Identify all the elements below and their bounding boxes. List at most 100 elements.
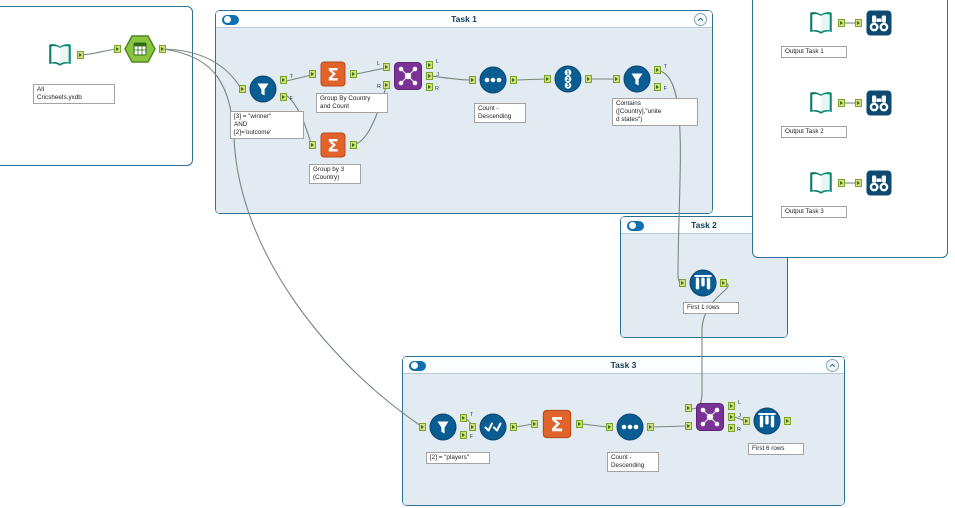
output-anchor[interactable]	[576, 420, 583, 428]
tool-annotation-filter3[interactable]: [2] = "players"	[426, 452, 490, 465]
summarize-tool-3[interactable]	[531, 407, 583, 441]
browse-tool-1[interactable]	[855, 8, 894, 38]
true-output-anchor[interactable]	[654, 66, 661, 74]
container-task1-header[interactable]: Task 1	[216, 11, 712, 28]
tool-annotation-sort1[interactable]: Count - Descending	[474, 103, 526, 124]
filter-tool-1[interactable]: T F	[239, 74, 293, 104]
input-anchor[interactable]	[469, 76, 476, 84]
true-output-anchor[interactable]	[460, 414, 467, 422]
output-anchor[interactable]	[350, 70, 357, 78]
anchor-letter-j: J	[738, 413, 741, 419]
input-data-tool[interactable]	[45, 40, 84, 70]
macro-tool[interactable]	[114, 32, 166, 66]
left-input-anchor[interactable]	[383, 63, 390, 71]
input-anchor[interactable]	[855, 99, 862, 107]
output-anchor[interactable]	[838, 179, 845, 187]
tool-annotation-output1[interactable]: Output Task 1	[781, 46, 847, 59]
unique-tool[interactable]	[469, 412, 517, 442]
left-input-anchor[interactable]	[685, 404, 692, 412]
tool-annotation-sum2[interactable]: Group by 3 (Country)	[309, 164, 361, 185]
input-anchor[interactable]	[606, 423, 613, 431]
output-anchor[interactable]	[838, 99, 845, 107]
input-anchor[interactable]	[469, 423, 476, 431]
input-anchor[interactable]	[613, 75, 620, 83]
output-anchor[interactable]	[159, 45, 166, 53]
left-output-anchor[interactable]	[728, 402, 735, 410]
false-output-anchor[interactable]	[460, 431, 467, 439]
container-task1-title: Task 1	[451, 14, 477, 24]
tool-annotation-output3[interactable]: Output Task 3	[781, 206, 847, 219]
sort-123-tool[interactable]	[544, 64, 592, 94]
tool-annotation-output2[interactable]: Output Task 2	[781, 126, 847, 139]
tool-annotation-sort2[interactable]: Count - Descending	[607, 452, 659, 473]
tool-annotation-filter1[interactable]: [3] = "winner" AND [2]='outcome'	[230, 111, 304, 140]
filter-icon	[248, 74, 278, 104]
test-tubes-icon	[752, 406, 782, 436]
sample-tool-2[interactable]	[743, 406, 791, 436]
input-anchor[interactable]	[679, 279, 686, 287]
summarize-tool-2[interactable]	[309, 130, 357, 160]
right-input-anchor[interactable]	[685, 422, 692, 430]
dots-icon	[615, 412, 645, 442]
input-anchor[interactable]	[743, 417, 750, 425]
tool-annotation-filter2[interactable]: Contains ([Country],"unite d states")	[612, 98, 698, 127]
right-input-anchor[interactable]	[383, 81, 390, 89]
join-output-anchor[interactable]	[728, 413, 735, 421]
tool-annotation-sample1[interactable]: First 1 rows	[683, 302, 739, 315]
filter-tool-3[interactable]: T F	[419, 412, 473, 442]
anchor-letter-true: T	[469, 412, 473, 418]
container-task3-header[interactable]: Task 3	[403, 357, 844, 374]
filter-tool-2[interactable]: T F	[613, 64, 667, 94]
container-task2-toggle[interactable]	[627, 220, 644, 231]
output-anchor[interactable]	[784, 417, 791, 425]
container-task3-body	[403, 374, 844, 505]
container-task1-collapse-button[interactable]	[694, 13, 707, 26]
join-output-anchor[interactable]	[426, 72, 433, 80]
false-output-anchor[interactable]	[280, 93, 287, 101]
test-tubes-icon	[688, 268, 718, 298]
output-input-tool-1[interactable]	[806, 8, 845, 38]
input-anchor[interactable]	[114, 45, 121, 53]
browse-tool-3[interactable]	[855, 168, 894, 198]
input-anchor[interactable]	[309, 70, 316, 78]
input-anchor[interactable]	[419, 423, 426, 431]
input-anchor[interactable]	[544, 75, 551, 83]
browse-tool-2[interactable]	[855, 88, 894, 118]
tool-annotation-sum1[interactable]: Group By Country and Count	[316, 93, 388, 114]
output-anchor[interactable]	[350, 141, 357, 149]
sort-tool-1[interactable]	[469, 65, 517, 95]
container-task3-collapse-button[interactable]	[826, 359, 839, 372]
output-anchor[interactable]	[510, 76, 517, 84]
input-anchor[interactable]	[855, 179, 862, 187]
tool-annotation-sample2[interactable]: First 6 rows	[748, 443, 804, 456]
join-tool-1[interactable]: L R L J R	[377, 59, 439, 92]
sort-tool-2[interactable]	[606, 412, 654, 442]
true-output-anchor[interactable]	[280, 76, 287, 84]
output-input-tool-3[interactable]	[806, 168, 845, 198]
false-output-anchor[interactable]	[654, 83, 661, 91]
book-icon	[806, 168, 836, 198]
output-anchor[interactable]	[720, 279, 727, 287]
container-task1-toggle[interactable]	[222, 14, 239, 25]
book-icon	[806, 88, 836, 118]
input-anchor[interactable]	[239, 85, 246, 93]
sample-tool-1[interactable]	[679, 268, 727, 298]
right-output-anchor[interactable]	[426, 83, 433, 91]
output-anchor[interactable]	[585, 75, 592, 83]
output-anchor[interactable]	[510, 423, 517, 431]
input-anchor[interactable]	[309, 141, 316, 149]
right-output-anchor[interactable]	[728, 424, 735, 432]
tool-annotation-input[interactable]: All Cricsheets.yxdb	[33, 84, 115, 105]
output-anchor[interactable]	[77, 51, 84, 59]
summarize-tool-1[interactable]	[309, 59, 357, 89]
output-anchor[interactable]	[838, 19, 845, 27]
sigma-icon	[318, 59, 348, 89]
output-anchor[interactable]	[647, 423, 654, 431]
input-anchor[interactable]	[855, 19, 862, 27]
output-input-tool-2[interactable]	[806, 88, 845, 118]
join-tool-2[interactable]: L J R	[685, 400, 741, 433]
sigma-icon	[318, 130, 348, 160]
input-anchor[interactable]	[531, 420, 538, 428]
left-output-anchor[interactable]	[426, 61, 433, 69]
